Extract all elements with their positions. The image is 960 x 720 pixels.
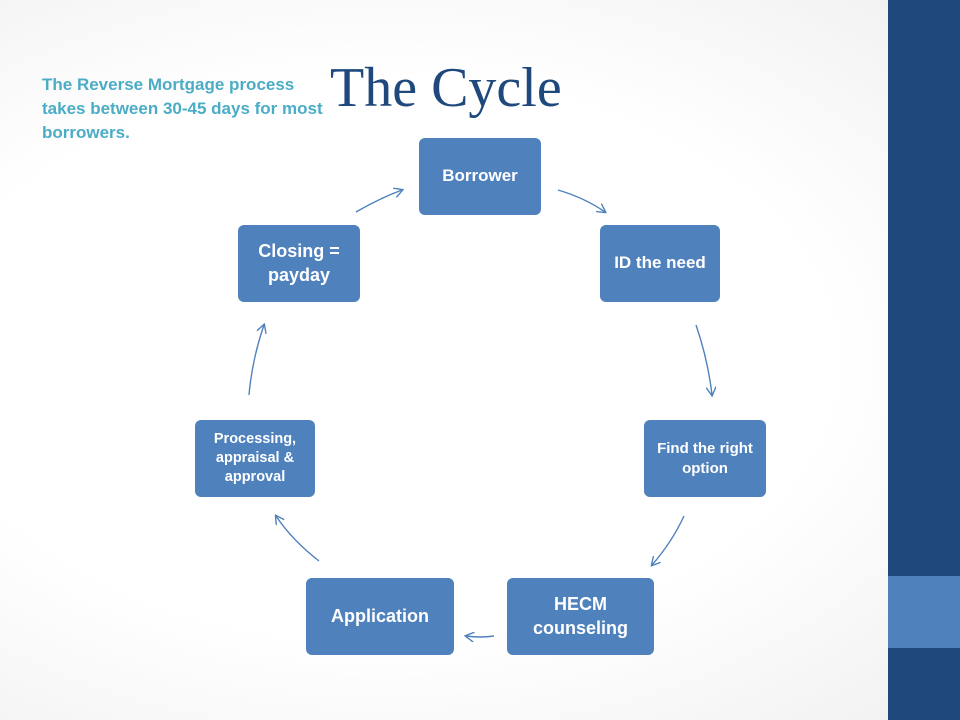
cycle-arrows <box>248 0 888 720</box>
node-closing-payday: Closing = payday <box>238 225 360 302</box>
node-hecm-label: HECM counseling <box>532 594 628 638</box>
node-find-option-label: Find the right option <box>657 440 753 477</box>
node-id-the-need: ID the need <box>600 225 720 302</box>
arrow-application-to-processing <box>276 516 320 562</box>
slide-title: The Cycle <box>330 57 562 119</box>
arrow-closing-to-borrower <box>355 190 402 213</box>
node-processing-appraisal-approval: Processing, appraisal & approval <box>195 420 315 497</box>
node-application: Application <box>306 578 454 655</box>
arrow-need-to-option <box>695 324 712 395</box>
node-borrower-label: Borrower <box>442 166 518 186</box>
arrow-processing-to-closing <box>248 325 264 396</box>
node-find-the-right-option: Find the right option <box>644 420 766 497</box>
node-hecm-counseling: HECM counseling <box>507 578 654 655</box>
process-duration-note: The Reverse Mortgage process takes betwe… <box>42 75 323 142</box>
node-id-the-need-label: ID the need <box>614 253 706 273</box>
node-closing-label: Closing = payday <box>258 241 340 285</box>
arrow-option-to-hecm <box>652 515 685 565</box>
node-processing-label: Processing, appraisal & approval <box>213 431 297 485</box>
arrow-hecm-to-application <box>466 636 495 637</box>
node-application-label: Application <box>331 605 429 626</box>
node-borrower: Borrower <box>419 138 541 215</box>
sidebar-accent-block <box>888 576 960 648</box>
arrow-borrower-to-need <box>557 189 605 212</box>
